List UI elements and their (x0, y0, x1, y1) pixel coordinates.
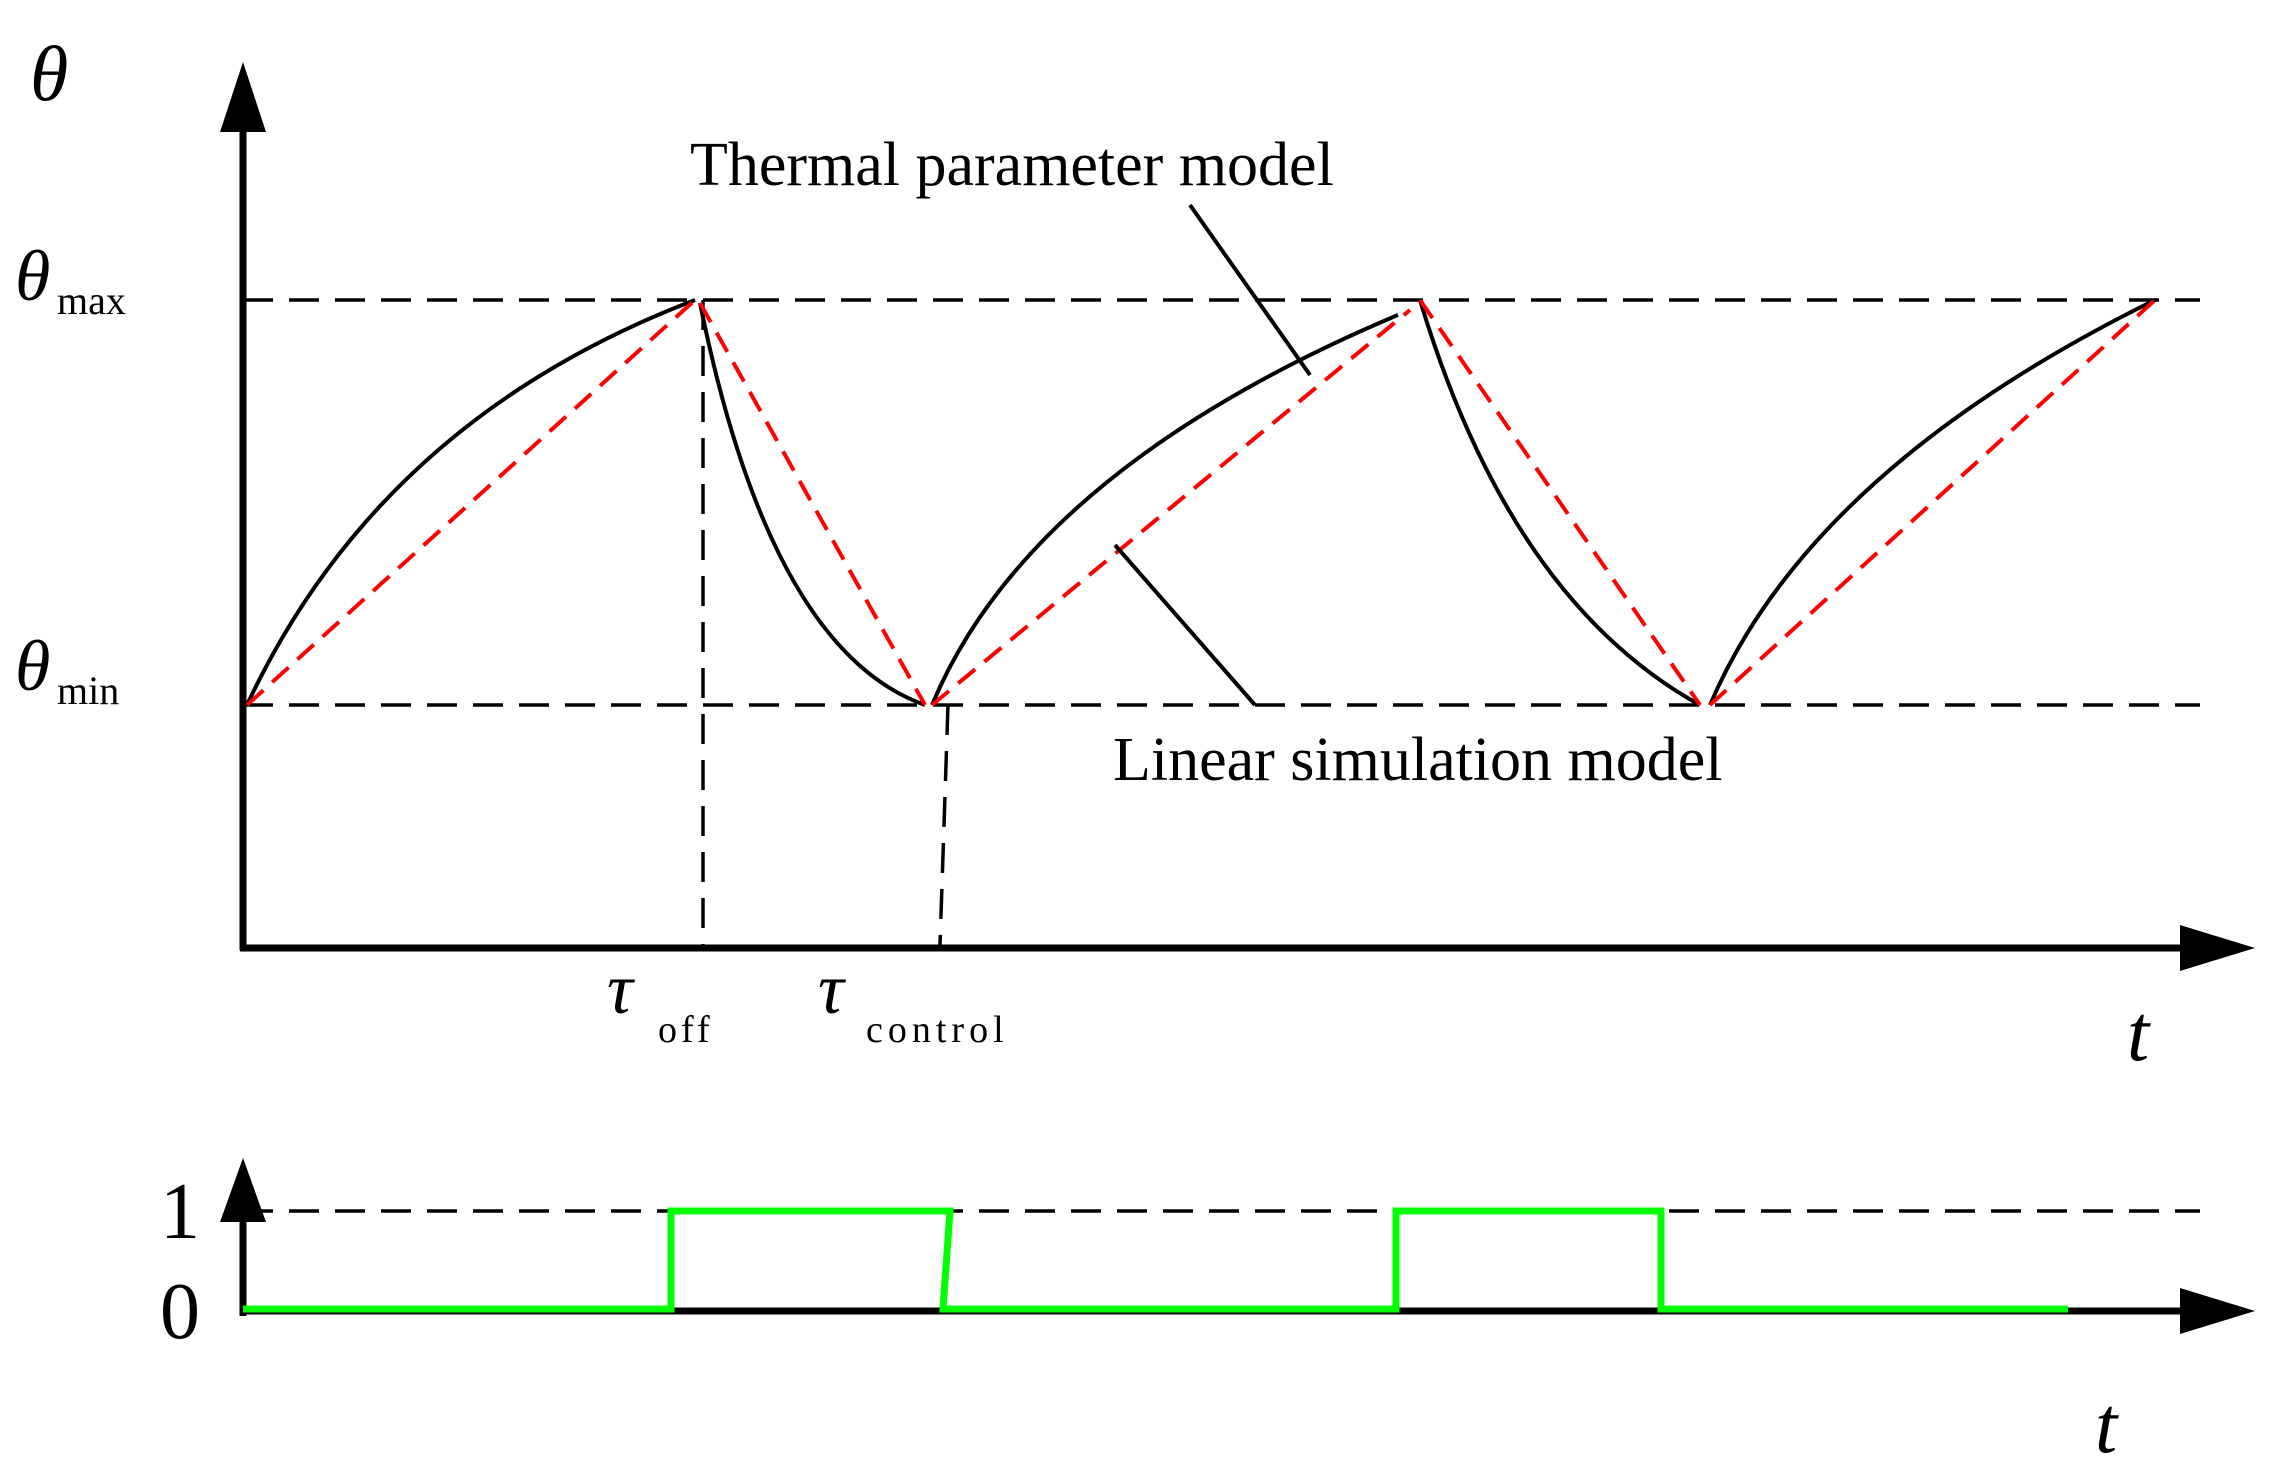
tau-off-symbol: τ (607, 949, 635, 1029)
linear-model-label: Linear simulation model (1113, 726, 1723, 794)
thermal-model-label: Thermal parameter model (690, 131, 1334, 199)
lower-x-axis-arrow (2180, 1288, 2255, 1334)
theta-max-subscript: max (57, 278, 126, 323)
linear-simulation-curve (245, 298, 2157, 707)
thermal-label-leader (1188, 203, 1312, 377)
lower-y-axis-arrow (220, 1158, 266, 1222)
upper-x-axis-arrow (2180, 925, 2255, 971)
lower-t-label: t (2095, 1382, 2119, 1470)
tau-control-subscript: control (866, 1009, 1009, 1051)
linear-label-leader (1113, 543, 1257, 707)
level-zero-label: 0 (160, 1268, 200, 1356)
y-axis-symbol: θ (30, 30, 68, 117)
theta-min-symbol: θ (15, 626, 50, 706)
level-one-label: 1 (160, 1168, 200, 1256)
thermal-parameter-curve (245, 298, 2156, 707)
upper-t-label: t (2127, 990, 2151, 1078)
theta-min-subscript: min (57, 668, 119, 713)
tau-control-drop-line (938, 704, 950, 946)
tau-control-symbol: τ (818, 949, 846, 1029)
tau-off-subscript: off (658, 1009, 714, 1051)
upper-y-axis-arrow (220, 62, 266, 132)
theta-max-symbol: θ (15, 236, 50, 316)
switch-signal (243, 1207, 2068, 1313)
